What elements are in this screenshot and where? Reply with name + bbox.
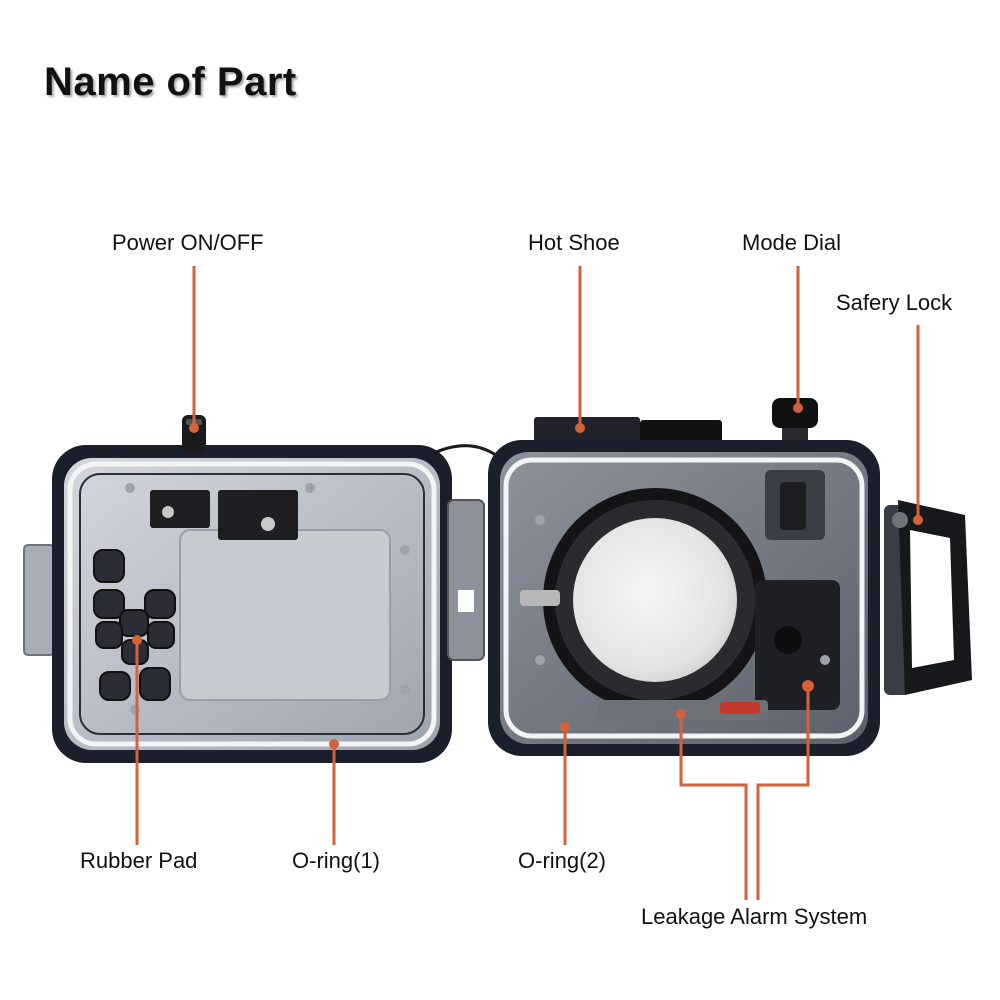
o-ring-1 — [67, 461, 437, 747]
front-body — [488, 398, 880, 756]
mode-dial — [772, 398, 818, 428]
page-title: Name of Part — [44, 60, 297, 104]
safety-lock — [884, 500, 972, 695]
label-oring-1: O-ring(1) — [292, 848, 381, 873]
o-ring-2 — [503, 457, 865, 739]
back-door — [23, 415, 452, 763]
label-hot-shoe: Hot Shoe — [528, 230, 620, 255]
label-rubber-pad: Rubber Pad — [80, 848, 198, 873]
label-oring-2: O-ring(2) — [518, 848, 607, 873]
label-mode-dial: Mode Dial — [742, 230, 842, 255]
label-safety-lock: Safery Lock — [836, 290, 953, 315]
leader-leakage-2 — [756, 686, 810, 900]
leader-lines — [135, 266, 920, 900]
leader-leakage-1 — [679, 714, 748, 900]
rubber-pad — [93, 549, 176, 701]
hinge — [429, 444, 501, 661]
hot-shoe — [534, 417, 640, 447]
label-leakage-alarm: Leakage Alarm System — [641, 904, 868, 929]
leader-endpoints — [132, 403, 923, 749]
label-power: Power ON/OFF — [112, 230, 264, 255]
